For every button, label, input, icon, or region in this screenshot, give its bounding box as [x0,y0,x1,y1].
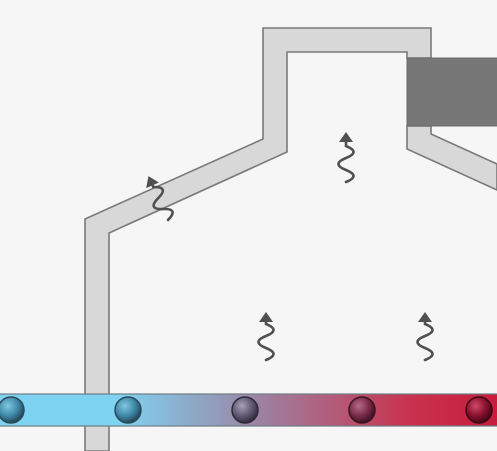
heat-arrow-icon [257,312,275,362]
bead [0,396,25,424]
bead [348,396,376,424]
heat-arrows [146,132,434,362]
bead [114,396,142,424]
bead [465,396,493,424]
heat-arrow-icon [337,132,355,184]
heat-arrow-icon [146,176,174,222]
heat-arrow-icon [416,312,434,362]
bead [231,396,259,424]
housing-wall-right [406,125,497,191]
exhaust-outlet [406,57,497,127]
tube-beads [0,396,493,424]
housing-wall-left [84,27,432,451]
